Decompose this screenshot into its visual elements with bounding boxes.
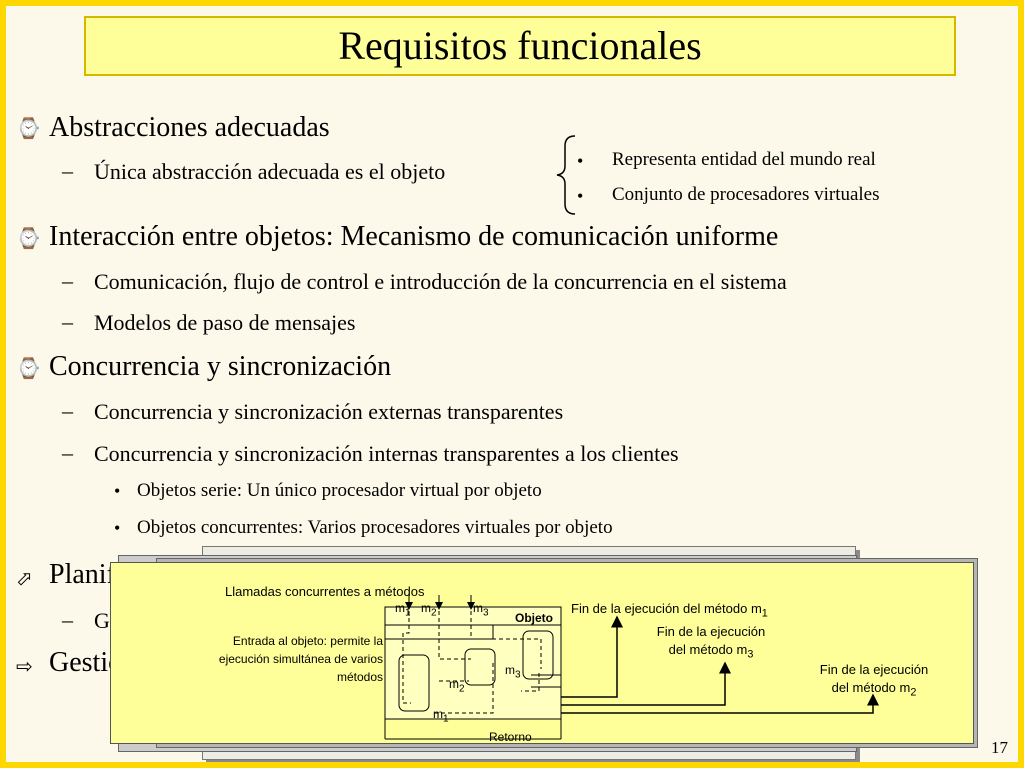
sub-gestion: G [94,608,110,633]
bullet-1: Abstracciones adecuadas [49,112,330,143]
page-title: Requisitos funcionales [338,23,702,68]
m1-top-label: m1 [395,601,411,619]
object-diagram [384,595,879,740]
m2-top-label: m2 [421,601,437,619]
diagram-panel: Llamadas concurrentes a métodos m1 m2 m3… [110,562,974,744]
dash-icon: – [62,398,73,423]
dash-icon: – [62,309,73,334]
clock-icon: ⌚ [16,358,41,380]
sub-externas: Concurrencia y sincronización externas t… [94,399,564,424]
bullet-dot-icon: • [114,481,121,501]
calls-label: Llamadas concurrentes a métodos [225,584,425,599]
bullet-dot-icon: • [114,518,121,538]
dash-icon: – [62,607,73,632]
dash-icon: – [62,440,73,465]
bullet-dot-icon: • [577,186,584,206]
end-m1-label: Fin de la ejecución del método m1 [571,601,768,620]
end-m2-label: Fin de la ejecución del método m2 [819,662,929,699]
clock-icon: ⌚ [16,228,41,250]
bullet-dot-icon: • [577,151,584,171]
m2-label: m2 [449,677,465,695]
sub-mensajes: Modelos de paso de mensajes [94,310,356,335]
m3-top-label: m3 [473,601,489,619]
title-box: Requisitos funcionales [84,16,956,76]
object-label: Objeto [515,611,553,625]
sub-sub-2: Objetos concurrentes: Varios procesadore… [137,517,613,538]
sub-comunicacion: Comunicación, flujo de control e introdu… [94,269,787,294]
dash-icon: – [62,158,73,183]
end-m3-label: Fin de la ejecución del método m3 [656,624,766,661]
dash-icon: – [62,268,73,293]
page-number: 17 [991,738,1008,757]
m3-label: m3 [505,663,521,681]
clock-icon: ⌚ [16,118,41,140]
m1-label: m1 [433,707,449,725]
slide: Requisitos funcionales ⌚ Abstracciones a… [6,6,1018,762]
sub-internas: Concurrencia y sincronización internas t… [94,441,679,466]
side-point-2: Conjunto de procesadores virtuales [612,184,880,205]
bullet-2: Interacción entre objetos: Mecanismo de … [49,221,779,252]
brace-icon [556,135,576,215]
sub-sub-1: Objetos serie: Un único procesador virtu… [137,480,542,501]
arrow-icon: ⇨ [16,656,33,678]
entry-label: Entrada al objeto: permite la ejecución … [218,634,383,684]
bullet-3: Concurrencia y sincronización [49,351,392,382]
return-label: Retorno [489,730,532,744]
sub-abstraccion: Única abstracción adecuada es el objeto [94,159,446,184]
side-point-1: Representa entidad del mundo real [612,149,876,170]
arrow-icon: ⬀ [16,568,33,590]
